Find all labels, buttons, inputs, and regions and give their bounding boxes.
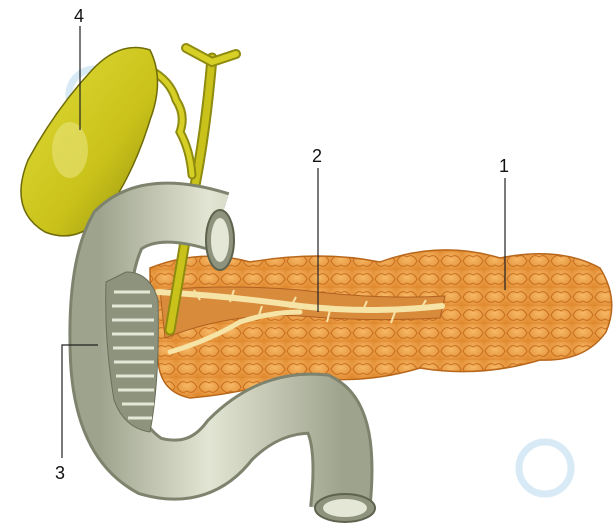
label-3: 3 <box>55 463 65 483</box>
pancreas <box>150 250 612 398</box>
label-2: 2 <box>312 146 322 166</box>
label-1: 1 <box>499 156 509 176</box>
label-4: 4 <box>74 6 84 26</box>
